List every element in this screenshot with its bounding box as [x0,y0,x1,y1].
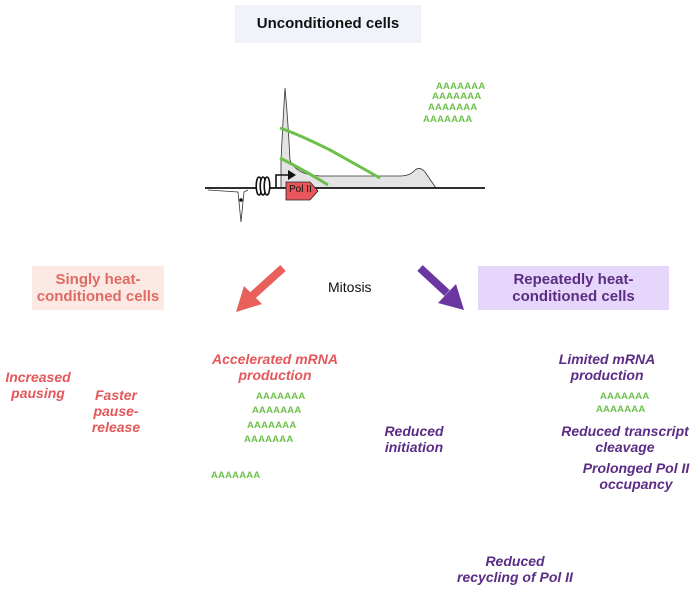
tss-arrow-icon [275,174,290,188]
reduced-initiation-annotation: Reduced initiation [378,423,450,455]
singly-label-line1: Singly heat- [55,270,141,288]
increased-pausing-annotation: Increased pausing [2,369,74,401]
polya-tail: AAAAAAA [252,405,302,416]
annotation-line: Reduced [485,553,545,569]
mitosis-arrow-left [236,265,286,312]
annotation-line: Accelerated mRNA [211,351,339,367]
singly-label-line2: conditioned cells [36,288,160,305]
polya-tail: AAAAAAA [244,434,294,445]
annotation-line: Limited mRNA [558,351,656,367]
annotation-line: Prolonged Pol II [582,460,690,476]
repeatedly-label-line2: conditioned cells [512,288,635,305]
nucleosome-icon [255,176,271,196]
annotation-line: Faster [94,387,138,403]
repeatedly-heat-conditioned-label: Repeatedly heat- conditioned cells [478,266,669,310]
unconditioned-cells-title: Unconditioned cells [235,5,421,43]
accelerated-mrna-annotation: Accelerated mRNA production [205,351,345,383]
unconditioned-gene-panel [205,87,485,223]
polya-tail: AAAAAAA [596,404,646,415]
limited-mrna-annotation: Limited mRNA production [552,351,662,383]
faster-pause-release-annotation: Faster pause- release [88,387,144,435]
reduced-recycling-annotation: Reduced recycling of Pol II [450,553,580,585]
reduced-cleavage-annotation: Reduced transcript cleavage [552,423,698,455]
annotation-line: Reduced [384,423,444,439]
polya-tail: AAAAAAA [436,81,486,92]
annotation-line: initiation [384,439,444,456]
antisense-signal [207,189,249,223]
polya-tail: AAAAAAA [600,391,650,402]
pol-ii-signal-profile [280,87,437,189]
repeatedly-label-line1: Repeatedly heat- [513,270,634,288]
polya-tail: AAAAAAA [428,102,478,113]
prolonged-occupancy-annotation: Prolonged Pol II occupancy [572,460,700,492]
annotation-line: recycling of Pol II [457,569,573,586]
mitosis-arrow-right [417,265,464,310]
annotation-line: release [91,419,141,436]
singly-heat-conditioned-label: Singly heat- conditioned cells [32,266,164,310]
mitosis-label: Mitosis [328,279,372,295]
polya-tail: AAAAAAA [247,420,297,431]
annotation-line: Reduced transcript [561,423,689,439]
annotation-line: cleavage [595,439,655,456]
polya-tail: AAAAAAA [423,114,473,125]
polya-tail: AAAAAAA [256,391,306,402]
annotation-line: pausing [11,385,65,402]
annotation-line: production [570,367,644,384]
polya-tail: AAAAAAA [211,470,261,481]
pol-ii-label: Pol II [289,184,312,195]
annotation-line: production [238,367,312,384]
annotation-line: occupancy [599,476,673,493]
annotation-line: pause- [93,403,139,420]
annotation-line: Increased [5,369,71,385]
polya-tail: AAAAAAA [432,91,482,102]
